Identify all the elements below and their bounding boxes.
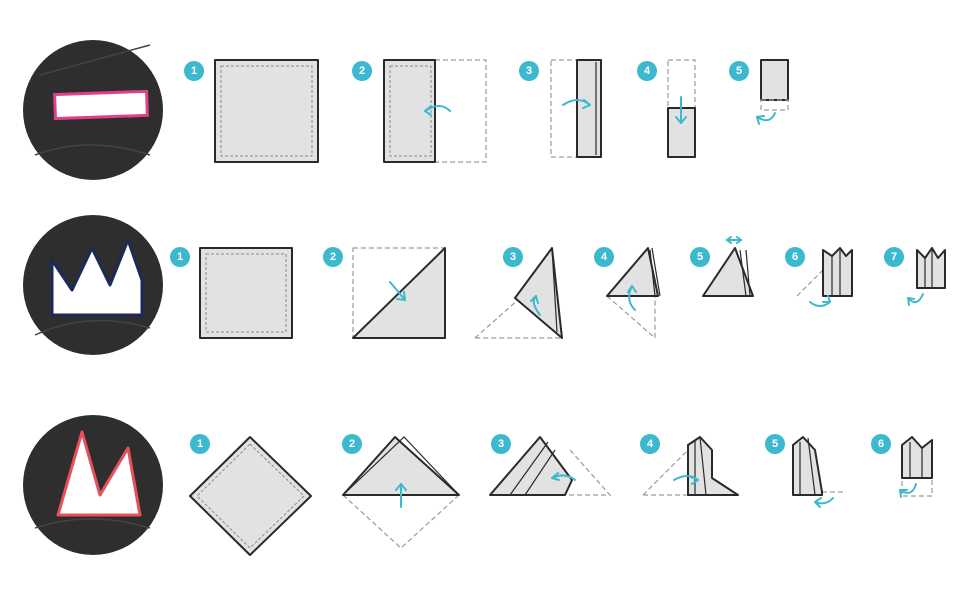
crown-step-5-peaks [702,236,754,297]
step-badge: 1 [184,61,204,81]
straight-step-5-tuck [756,59,789,125]
straight-step-4-fold-down [667,59,696,158]
crown-step-6-fold-side [796,247,853,307]
crown-step-2-diagonal [352,247,446,339]
step-badge: 2 [352,61,372,81]
step-badge: 5 [765,434,785,454]
crown-step-1-square [199,247,293,339]
crown-step-7-finished [907,247,946,306]
step-badge: 5 [729,61,749,81]
step-badge: 7 [884,247,904,267]
step-badge: 6 [871,434,891,454]
two-point-fold-diagram [23,415,933,556]
crown-fold-diagram [23,215,946,355]
step-badge: 4 [594,247,614,267]
straight-step-2-fold-half [383,59,487,163]
step-badge: 1 [170,247,190,267]
crown-fold-photo [23,215,163,355]
two-point-step-5-fold-bottom [792,436,845,508]
two-point-step-6-finished [899,436,933,498]
step-badge: 4 [637,61,657,81]
crown-step-4-fold-corner [606,247,661,340]
step-badge: 3 [503,247,523,267]
two-point-step-2-fold-up [342,436,460,549]
fold-row-crown: 1 2 3 4 5 6 7 [0,210,970,360]
straight-fold-photo [23,40,163,180]
step-badge: 2 [323,247,343,267]
step-badge: 3 [491,434,511,454]
two-point-fold-photo [23,415,163,555]
step-badge: 6 [785,247,805,267]
step-badge: 4 [640,434,660,454]
straight-step-1-square [214,59,319,163]
two-point-step-1-diamond [189,436,312,556]
crown-step-3-fold-corner [473,247,564,339]
two-point-step-4-fold-side [642,436,739,496]
two-point-step-3-fold-side [489,436,612,496]
step-badge: 5 [690,247,710,267]
straight-fold-diagram [23,40,789,180]
step-badge: 2 [342,434,362,454]
straight-step-3-fold-third [550,59,602,158]
fold-row-straight: 1 2 3 4 5 [0,35,970,185]
step-badge: 1 [190,434,210,454]
fold-row-two-point: 1 2 3 4 5 6 [0,410,970,560]
step-badge: 3 [519,61,539,81]
